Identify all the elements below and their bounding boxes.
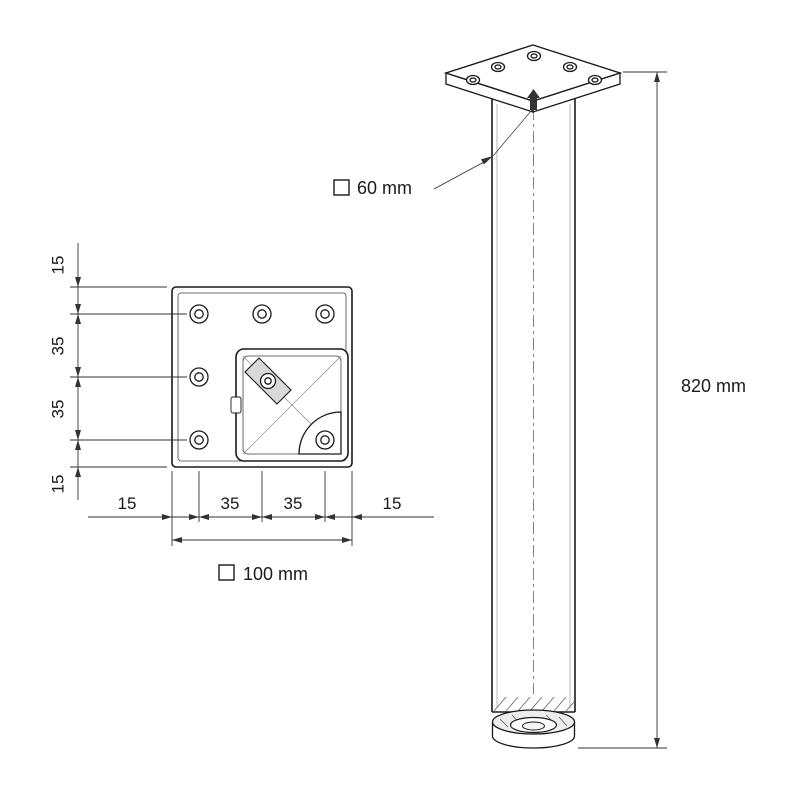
diagonal-line-b [242, 355, 342, 455]
square-profile-symbol [333, 179, 350, 196]
vertical-dimension-chain: 15 35 35 15 [48, 243, 187, 500]
overall-dim-label: 100 mm [243, 564, 308, 584]
tube-wall-inner-line [242, 355, 342, 455]
height-dimension: 820 mm [578, 71, 746, 749]
dim-label-h-35-left: 35 [221, 494, 240, 513]
plate-holes [189, 304, 335, 450]
dim-label-h-15-right: 15 [383, 494, 402, 513]
square-profile-symbol [218, 564, 235, 581]
wall-notch [230, 396, 242, 414]
dim-label-v-15-bottom: 15 [48, 475, 67, 494]
flange-holes [465, 50, 603, 86]
dim-label-h-15-left: 15 [118, 494, 137, 513]
top-flange [443, 44, 623, 113]
profile-dim-label: 60 mm [357, 178, 412, 198]
top-view: 15 35 35 15 15 35 35 15 [48, 243, 434, 584]
profile-callout: 60 mm [333, 103, 538, 198]
height-dim-label: 820 mm [681, 376, 746, 396]
leader-arrow [481, 156, 493, 165]
clamp-bolt-inner [264, 377, 272, 385]
adjustable-foot [491, 709, 576, 749]
dim-label-v-15-top: 15 [48, 256, 67, 275]
horizontal-dimension-chain: 15 35 35 15 [88, 471, 434, 546]
leg-tube [491, 92, 576, 713]
dim-label-v-35-upper: 35 [48, 337, 67, 356]
dim-label-v-35-lower: 35 [48, 400, 67, 419]
overall-dimension: 100 mm [172, 537, 352, 584]
dim-label-h-35-right: 35 [284, 494, 303, 513]
tube-bottom-hatch [493, 696, 575, 712]
side-view: 60 mm 820 mm [333, 44, 746, 749]
